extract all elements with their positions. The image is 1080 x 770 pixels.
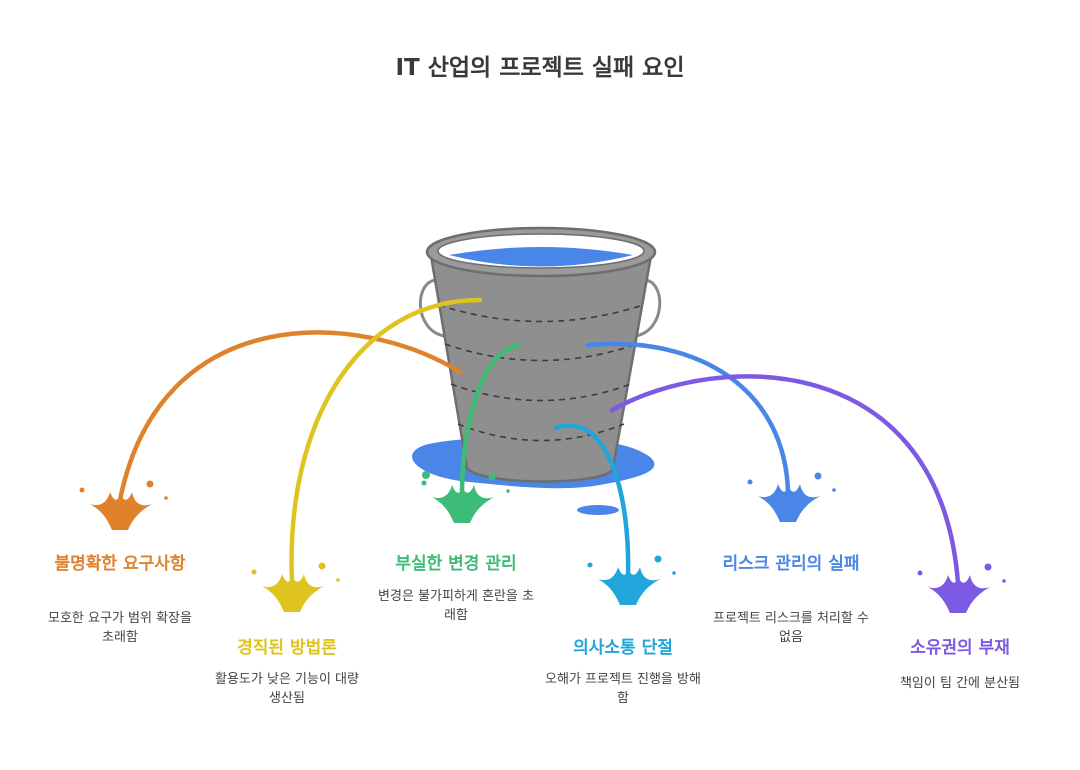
splash-body-communication bbox=[598, 567, 660, 605]
splash-body-requirements bbox=[90, 492, 152, 530]
splash-body-risk-management bbox=[758, 484, 820, 522]
splash-body-methodology bbox=[262, 574, 324, 612]
leak-splashes bbox=[79, 472, 1006, 613]
splash-droplet-change-management-2 bbox=[506, 489, 510, 493]
factor-desc-risk-management: 프로젝트 리스크를 처리할 수 없음 bbox=[713, 611, 869, 645]
splash-droplet-communication-0 bbox=[587, 562, 593, 568]
splash-droplet-methodology-1 bbox=[318, 562, 326, 570]
splash-methodology bbox=[251, 562, 340, 612]
leak-stream-requirements bbox=[117, 330, 463, 503]
splash-droplet-ownership-2 bbox=[1002, 579, 1006, 583]
splash-droplet-requirements-0 bbox=[79, 487, 85, 493]
splash-droplet-ownership-0 bbox=[917, 570, 923, 576]
splash-droplet-communication-2 bbox=[672, 571, 676, 575]
factor-desc-requirements: 모호한 요구가 범위 확장을 초래함 bbox=[48, 611, 192, 645]
diagram-title: IT 산업의 프로젝트 실패 요인 bbox=[395, 55, 685, 81]
leak-stream-methodology bbox=[289, 297, 483, 585]
splash-droplet-risk-management-1 bbox=[814, 472, 822, 480]
bucket-ring-3 bbox=[450, 383, 632, 402]
splash-body-ownership bbox=[928, 575, 990, 613]
splash-droplet-requirements-1 bbox=[146, 480, 154, 488]
bucket-ring-2 bbox=[444, 343, 638, 362]
factor-title-communication: 의사소통 단절 bbox=[573, 638, 673, 658]
splash-ownership bbox=[917, 563, 1006, 613]
factor-title-change-management: 부실한 변경 관리 bbox=[395, 554, 517, 574]
splash-droplet-change-management-1 bbox=[488, 473, 496, 481]
splash-droplet-ownership-1 bbox=[984, 563, 992, 571]
factor-desc-ownership: 책임이 팀 간에 분산됨 bbox=[899, 676, 1021, 691]
bucket-ring-1 bbox=[438, 304, 644, 323]
puddle-drop bbox=[577, 505, 619, 515]
factor-title-ownership: 소유권의 부재 bbox=[910, 638, 1010, 658]
bucket-handle-right bbox=[635, 278, 662, 338]
splash-droplet-communication-1 bbox=[654, 555, 662, 563]
leak-streams bbox=[117, 297, 961, 586]
splash-droplet-risk-management-2 bbox=[832, 488, 836, 492]
splash-droplet-methodology-2 bbox=[336, 578, 340, 582]
splash-change-management bbox=[421, 473, 510, 523]
factor-desc-methodology: 활용도가 낮은 기능이 대량 생산됨 bbox=[215, 672, 359, 706]
factor-title-requirements: 불명확한 요구사항 bbox=[54, 554, 186, 574]
splash-droplet-change-management-0 bbox=[421, 480, 427, 486]
splash-body-change-management bbox=[432, 485, 494, 523]
splash-communication bbox=[587, 555, 676, 605]
puddle-splash-dot bbox=[422, 471, 430, 479]
splash-risk-management bbox=[747, 472, 836, 522]
leak-stream-change-management bbox=[459, 342, 523, 496]
leak-stream-ownership bbox=[609, 374, 961, 586]
splash-droplet-methodology-0 bbox=[251, 569, 257, 575]
bucket-handle-left bbox=[418, 278, 445, 338]
splash-requirements bbox=[79, 480, 168, 530]
factor-desc-communication: 오해가 프로젝트 진행을 방해함 bbox=[545, 672, 701, 706]
leak-stream-communication bbox=[553, 423, 631, 578]
factor-title-risk-management: 리스크 관리의 실패 bbox=[722, 554, 860, 574]
splash-droplet-requirements-2 bbox=[164, 496, 168, 500]
factor-desc-change-management: 변경은 불가피하게 혼란을 초래함 bbox=[378, 589, 534, 623]
splash-droplet-risk-management-0 bbox=[747, 479, 753, 485]
factor-title-methodology: 경직된 방법론 bbox=[237, 638, 337, 658]
bucket-water bbox=[449, 247, 633, 267]
